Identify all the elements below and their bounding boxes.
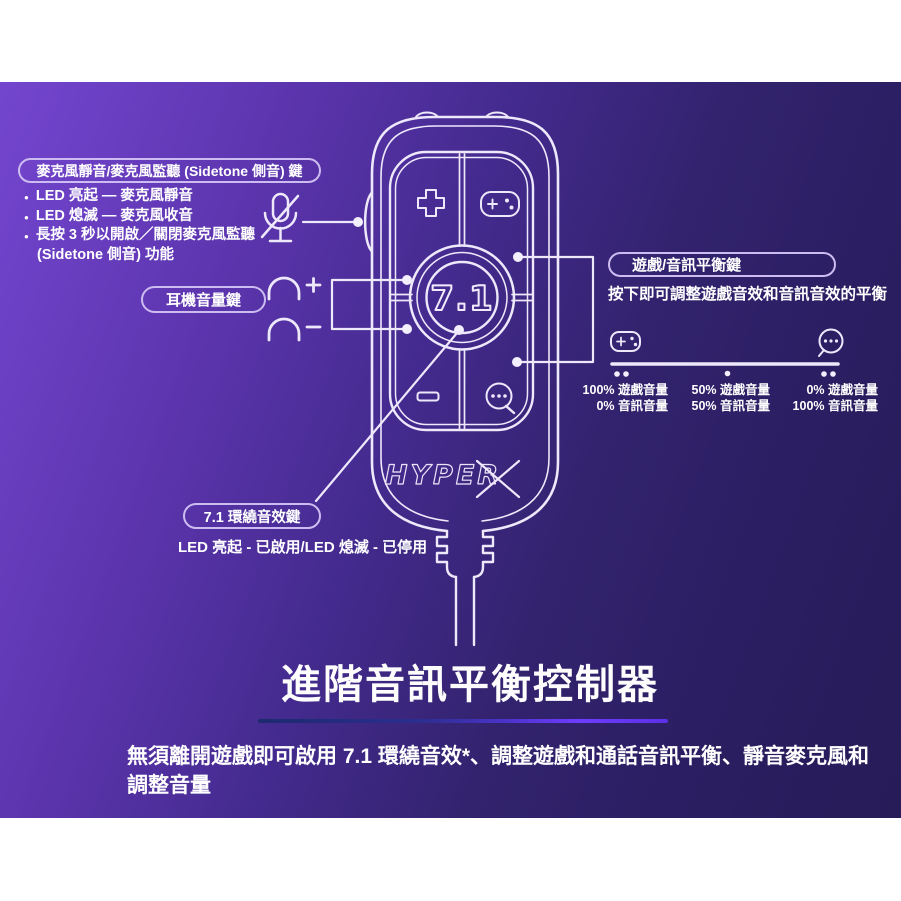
volume-plus-dot bbox=[402, 275, 412, 285]
mic-muted-icon bbox=[260, 192, 300, 243]
chat-volume-value: 100% 音訊音量 bbox=[792, 398, 878, 413]
footer-description-line-1: 無須離開遊戲即可啟用 7.1 環繞音效*、調整遊戲和通話音訊平衡、靜音麥克風和 bbox=[127, 745, 870, 768]
volume-minus-dot bbox=[402, 324, 412, 334]
gamepad-icon bbox=[480, 191, 520, 217]
device-outer-outline bbox=[370, 115, 560, 533]
cable bbox=[435, 529, 495, 647]
hyperx-wordmark: HYPER bbox=[385, 460, 501, 491]
volume-bracket bbox=[330, 278, 404, 331]
hyperx-x-mark bbox=[475, 459, 521, 499]
dial-outer-ring bbox=[408, 244, 516, 351]
bullet-icon: ● bbox=[24, 193, 29, 202]
surround-led-status: LED 亮起 - 已啟用/LED 熄滅 - 已停用 bbox=[178, 539, 428, 556]
mic-mute-side-button bbox=[363, 191, 373, 253]
mic-dot bbox=[353, 217, 363, 227]
slider-ticks bbox=[614, 370, 836, 377]
balance-label: 遊戲/音訊平衡鍵 bbox=[632, 257, 742, 274]
balance-stop-right: 0% 遊戲音量 100% 音訊音量 bbox=[783, 383, 878, 414]
surround-label-pill: 7.1 環繞音效鍵 bbox=[183, 503, 321, 529]
panel-outer bbox=[388, 150, 535, 432]
game-button-dot bbox=[513, 252, 523, 262]
list-item: ● LED 亮起 — 麥克風靜音 bbox=[24, 187, 255, 207]
dial-inner-ring bbox=[425, 260, 499, 335]
leader-dots bbox=[353, 217, 523, 367]
panel-dividers bbox=[390, 153, 533, 430]
list-item: ● 長按 3 秒以開啟／關閉麥克風監聽 bbox=[24, 226, 255, 246]
headphone-volume-label-pill: 耳機音量鍵 bbox=[141, 286, 266, 313]
chat-volume-value: 50% 音訊音量 bbox=[691, 398, 771, 413]
purple-banner bbox=[0, 82, 901, 818]
game-balance-button bbox=[480, 191, 520, 217]
chat-icon bbox=[485, 382, 513, 410]
volume-minus-button bbox=[416, 391, 440, 402]
page-title: 進階音訊平衡控制器 bbox=[281, 663, 659, 707]
balance-stop-left: 100% 遊戲音量 0% 音訊音量 bbox=[573, 383, 668, 414]
game-volume-value: 0% 遊戲音量 bbox=[806, 383, 878, 397]
mic-mute-label: 麥克風靜音/麥克風監聽 (Sidetone 側音) 鍵 bbox=[36, 162, 303, 179]
device-top-notches bbox=[415, 111, 509, 118]
balance-description: 按下即可調整遊戲音效和音訊音效的平衡 bbox=[608, 286, 888, 303]
volume-plus-button bbox=[417, 189, 445, 217]
game-volume-value: 50% 遊戲音量 bbox=[691, 383, 771, 397]
headphone-plus-icon bbox=[267, 276, 322, 301]
device-body: 7.1 HYPER bbox=[363, 111, 560, 647]
mic-mute-label-pill: 麥克風靜音/麥克風監聽 (Sidetone 側音) 鍵 bbox=[18, 158, 321, 183]
dial-mid-ring bbox=[416, 251, 508, 344]
footer-description-line-2: 調整音量 bbox=[127, 774, 211, 797]
mic-bullet-2: LED 熄滅 — 麥克風收音 bbox=[35, 207, 193, 224]
headphone-volume-label: 耳機音量鍵 bbox=[165, 292, 241, 309]
mic-bullet-3: 長按 3 秒以開啟／關閉麥克風監聽 bbox=[35, 227, 255, 243]
mic-bullet-4: (Sidetone 側音) 功能 bbox=[37, 246, 174, 263]
list-item: ● LED 熄滅 — 麥克風收音 bbox=[24, 207, 255, 227]
chat-button-dot bbox=[512, 357, 522, 367]
balance-stop-middle: 50% 遊戲音量 50% 音訊音量 bbox=[675, 383, 771, 414]
balance-slider bbox=[610, 328, 844, 377]
bullet-icon: ● bbox=[24, 212, 29, 222]
surround-label: 7.1 環繞音效鍵 bbox=[203, 509, 301, 526]
balance-label-pill: 遊戲/音訊平衡鍵 bbox=[608, 252, 836, 277]
headphone-minus-icon bbox=[267, 317, 322, 342]
surround-leader-line bbox=[314, 331, 459, 503]
panel-inner bbox=[394, 156, 529, 426]
device-inner-outline bbox=[380, 125, 550, 522]
slider-chat-icon bbox=[818, 328, 844, 357]
footer-description: 無須離開遊戲即可啟用 7.1 環繞音效*、調整遊戲和通話音訊平衡、靜音麥克風和 … bbox=[127, 742, 869, 800]
hyperx-logo: HYPER bbox=[384, 459, 521, 499]
chat-volume-value: 0% 音訊音量 bbox=[596, 398, 668, 413]
bullet-icon: ● bbox=[24, 232, 29, 241]
title-underline bbox=[258, 719, 668, 723]
mic-bullet-list: ● LED 亮起 — 麥克風靜音 ● LED 熄滅 — 麥克風收音 ● 長按 3… bbox=[24, 187, 255, 265]
list-item: (Sidetone 側音) 功能 bbox=[24, 246, 255, 266]
game-volume-value: 100% 遊戲音量 bbox=[582, 383, 668, 397]
mic-bullet-1: LED 亮起 — 麥克風靜音 bbox=[35, 188, 193, 204]
dial-7-1-label: 7.1 bbox=[430, 279, 493, 319]
slider-gamepad-icon bbox=[610, 331, 641, 352]
chat-balance-button bbox=[485, 382, 516, 415]
